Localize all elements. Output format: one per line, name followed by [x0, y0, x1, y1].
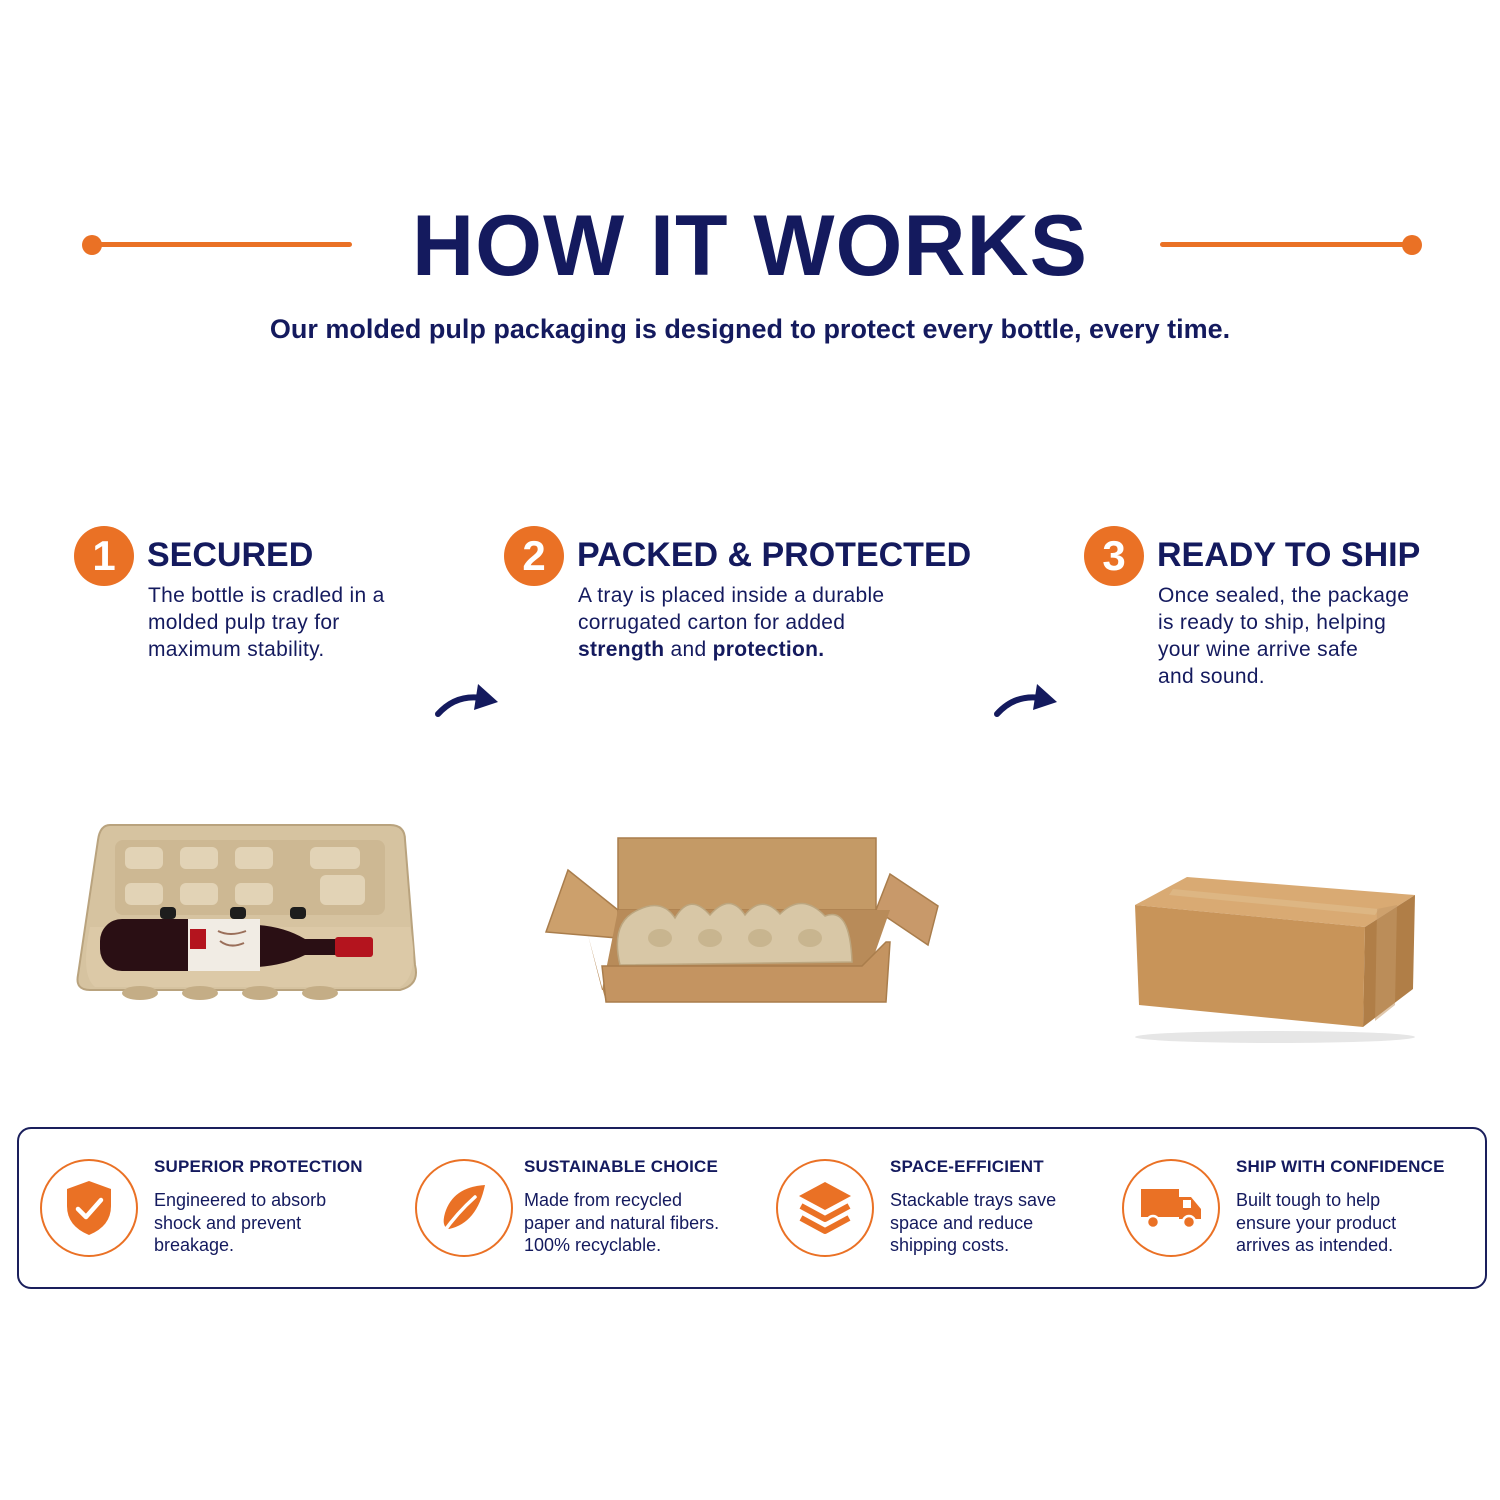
- feature-icon-circle: [1122, 1159, 1220, 1257]
- layers-icon: [799, 1182, 851, 1234]
- sealed-shipping-box-image: [1135, 877, 1415, 1043]
- title-divider-dot-left: [82, 235, 102, 255]
- feature-icon-circle: [415, 1159, 513, 1257]
- pulp-tray-with-bottle-image: [76, 824, 417, 1000]
- title-divider-left: [90, 242, 352, 247]
- step-title: PACKED & PROTECTED: [577, 536, 972, 574]
- leaf-icon: [441, 1185, 485, 1235]
- page-subtitle: Our molded pulp packaging is designed to…: [269, 314, 1231, 344]
- step-number-badge: 1: [74, 526, 134, 586]
- step-number-badge: 3: [1084, 526, 1144, 586]
- curved-arrow-icon: [435, 684, 498, 717]
- feature-description: Stackable trays save space and reduce sh…: [890, 1190, 1057, 1255]
- feature-description: Engineered to absorb shock and prevent b…: [154, 1190, 327, 1255]
- title-divider-dot-right: [1402, 235, 1422, 255]
- open-carton-with-tray-image: [544, 837, 939, 1003]
- feature-title: SHIP WITH CONFIDENCE: [1236, 1157, 1445, 1176]
- feature-icon-circle: [776, 1159, 874, 1257]
- step-title: READY TO SHIP: [1157, 536, 1421, 574]
- title-divider-right: [1160, 242, 1412, 247]
- feature-description: Made from recycled paper and natural fib…: [524, 1190, 720, 1255]
- feature-icon-circle: [40, 1159, 138, 1257]
- step-title: SECURED: [147, 536, 314, 574]
- feature-title: SUSTAINABLE CHOICE: [524, 1157, 719, 1176]
- curved-arrow-icon: [994, 684, 1057, 717]
- step-number-badge: 2: [504, 526, 564, 586]
- feature-title: SUPERIOR PROTECTION: [154, 1157, 363, 1176]
- feature-title: SPACE-EFFICIENT: [890, 1157, 1044, 1176]
- feature-description: Built tough to help ensure your product …: [1236, 1190, 1397, 1255]
- step-description: Once sealed, the package is ready to shi…: [1158, 584, 1410, 688]
- step-description: A tray is placed inside a durable corrug…: [578, 584, 885, 661]
- step-description: The bottle is cradled in a molded pulp t…: [148, 584, 385, 661]
- features-panel: SUPERIOR PROTECTION Engineered to absorb…: [17, 1127, 1487, 1289]
- page-title: HOW IT WORKS: [411, 198, 1089, 294]
- truck-icon: [1141, 1189, 1201, 1230]
- shield-check-icon: [67, 1181, 111, 1235]
